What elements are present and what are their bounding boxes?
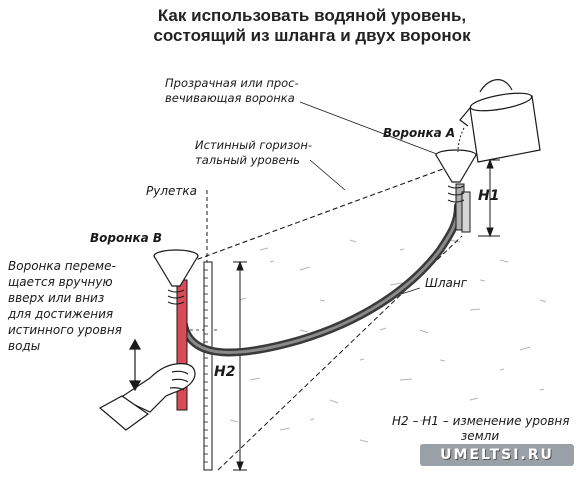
formula-note-line-1: H2 – H1 – изменение уровня xyxy=(392,414,570,428)
title-line-1: Как использовать водяной уровень, xyxy=(157,6,467,25)
title-line-2: состоящий из шланга и двух воронок xyxy=(153,26,471,45)
true-level-line xyxy=(189,161,463,263)
ground-texture xyxy=(229,239,547,443)
side-note: Воронка переме- щается вручную вверх или… xyxy=(8,258,122,354)
side-note-line: Воронка переме- xyxy=(8,259,116,273)
tape-label: Рулетка xyxy=(146,184,197,198)
funnel-a-label: Воронка А xyxy=(383,126,456,140)
watermark-logo: UMELTSI.RU xyxy=(420,444,574,466)
hose-label: Шланг xyxy=(425,276,468,290)
true-level-label-line-1: Истинный горизон- xyxy=(195,138,313,152)
hose xyxy=(178,202,462,357)
true-level-label: Истинный горизон- тальный уровень xyxy=(195,138,312,168)
side-note-line: истинного уровня xyxy=(8,323,122,337)
jug-icon xyxy=(457,79,541,163)
tape-measure xyxy=(203,190,213,471)
side-note-line: воды xyxy=(8,339,41,353)
h2-label: H2 xyxy=(214,364,236,380)
formula-note: H2 – H1 – изменение уровня земли xyxy=(392,414,570,444)
formula-note-line-2: земли xyxy=(460,429,500,443)
transparent-funnel-label-line-2: вечивающая воронка xyxy=(165,91,295,105)
h1-label: H1 xyxy=(478,188,500,204)
up-down-arrow-icon xyxy=(128,338,142,392)
transparent-funnel-label-line-1: Прозрачная или прос- xyxy=(165,76,299,90)
leader-transparent-funnel xyxy=(299,101,443,157)
funnel-b-label: Воронка В xyxy=(90,231,163,245)
true-level-label-line-2: тальный уровень xyxy=(195,153,300,167)
diagram-title: Как использовать водяной уровень, состоя… xyxy=(0,6,584,46)
h2-dimension xyxy=(233,260,247,472)
leader-true-level xyxy=(309,159,346,191)
side-note-line: для достижения xyxy=(8,307,114,321)
transparent-funnel-label: Прозрачная или прос- вечивающая воронка xyxy=(165,76,299,106)
hand-icon xyxy=(98,363,196,431)
side-note-line: вверх или вниз xyxy=(8,291,105,305)
funnel-b xyxy=(153,249,199,411)
funnel-a xyxy=(435,149,477,233)
side-note-line: щается вручную xyxy=(8,275,113,289)
